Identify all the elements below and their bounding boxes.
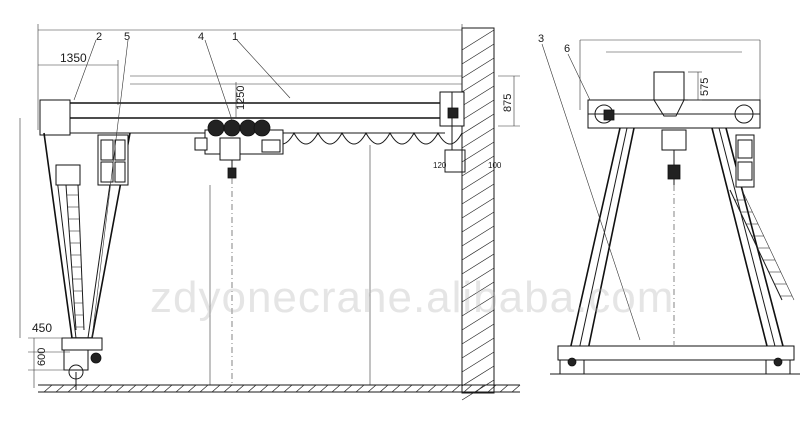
- drawing-stroke: [319, 384, 329, 393]
- drawing-stroke: [415, 384, 425, 393]
- building-wall: [444, 27, 495, 401]
- gantry-end-view: 3 6 575: [538, 33, 800, 375]
- drawing-stroke: [427, 384, 437, 393]
- drawing-stroke: [499, 384, 509, 393]
- dim-120: 120: [433, 161, 447, 170]
- drawing-stroke: [461, 267, 495, 289]
- drawing-stroke: [115, 384, 125, 393]
- dim-1350: 1350: [60, 51, 87, 65]
- dim-875: 875: [502, 94, 514, 112]
- drawing-stroke: [163, 384, 173, 393]
- drawing-stroke: [103, 384, 113, 393]
- callout-5: 5: [124, 31, 130, 43]
- drawing-stroke: [139, 384, 149, 393]
- drawing-stroke: [461, 127, 495, 149]
- drawing-stroke: [55, 384, 65, 393]
- drawing-stroke: [77, 184, 85, 331]
- drawing-stroke: [91, 384, 101, 393]
- drawing-stroke: [127, 384, 137, 393]
- drawing-stroke: [403, 384, 413, 393]
- drawing-stroke: [461, 71, 495, 93]
- drawing-stroke: [461, 295, 495, 317]
- drawing-stroke: [461, 323, 495, 345]
- dim-1250: 1250: [235, 86, 247, 110]
- drawing-stroke: [461, 197, 495, 219]
- drawing-stroke: [463, 384, 473, 393]
- drawing-stroke: [271, 384, 281, 393]
- drawing-stroke: [379, 384, 389, 393]
- drawing-stroke: [367, 384, 377, 393]
- drawing-stroke: [461, 141, 495, 163]
- drawing-stroke: [461, 85, 495, 107]
- dim-600: 600: [36, 348, 48, 366]
- drawing-stroke: [729, 189, 783, 301]
- drawing-stroke: [79, 384, 89, 393]
- callout-3: 3: [538, 33, 544, 45]
- drawing-stroke: [461, 239, 495, 261]
- watermark: zdyonecrane.alibaba.com: [150, 273, 674, 322]
- drawing-stroke: [283, 384, 293, 393]
- drawing-stroke: [343, 384, 353, 393]
- electric-hoist-trolley: [194, 119, 284, 179]
- drawing-stroke: [295, 384, 305, 393]
- callout-6: 6: [564, 43, 570, 55]
- drawing-stroke: [461, 155, 495, 177]
- drawing-stroke: [43, 384, 53, 393]
- drawing-stroke: [475, 384, 485, 393]
- drawing-stroke: [461, 57, 495, 79]
- drawing-stroke: [391, 384, 401, 393]
- drawing-stroke: [65, 184, 77, 331]
- drawing-stroke: [461, 211, 495, 233]
- dim-450: 450: [32, 321, 52, 335]
- drawing-stroke: [223, 384, 233, 393]
- drawing-stroke: [461, 309, 495, 331]
- drawing-stroke: [461, 281, 495, 303]
- drawing-stroke: [259, 384, 269, 393]
- drawing-stroke: [741, 189, 795, 301]
- drawing-stroke: [487, 384, 497, 393]
- drawing-stroke: [461, 29, 495, 51]
- drawing-stroke: [331, 384, 341, 393]
- drawing-stroke: [461, 225, 495, 247]
- drawing-stroke: [355, 384, 365, 393]
- callout-2: 2: [96, 31, 102, 43]
- main-girder: [39, 75, 465, 150]
- drawing-stroke: [461, 183, 495, 205]
- end-carriage: [61, 337, 103, 390]
- drawing-stroke: [461, 337, 495, 359]
- drawing-stroke: [461, 365, 495, 387]
- drawing-stroke: [307, 384, 317, 393]
- drawing-stroke: [451, 384, 461, 393]
- dim-575: 575: [699, 78, 711, 96]
- drawing-stroke: [461, 351, 495, 373]
- dim-100: 100: [488, 161, 502, 170]
- semi-gantry-side-view: 2 5 4 1 1350 1250 875 450 600 120 100: [19, 24, 521, 401]
- drawing-stroke: [199, 384, 209, 393]
- drawing-stroke: [461, 99, 495, 121]
- drawing-stroke: [461, 43, 495, 65]
- drawing-stroke: [67, 384, 77, 393]
- drawing-stroke: [247, 384, 257, 393]
- drawing-stroke: [461, 169, 495, 191]
- drawing-stroke: [187, 384, 197, 393]
- callout-1: 1: [232, 31, 238, 43]
- drawing-stroke: [211, 384, 221, 393]
- drawing-stroke: [511, 384, 521, 393]
- drawing-stroke: [175, 384, 185, 393]
- drawing-stroke: [461, 113, 495, 135]
- drawing-stroke: [439, 384, 449, 393]
- callout-4: 4: [198, 31, 204, 43]
- drawing-stroke: [461, 253, 495, 275]
- drawing-stroke: [151, 384, 161, 393]
- support-leg: [43, 132, 131, 339]
- drawing-stroke: [235, 384, 245, 393]
